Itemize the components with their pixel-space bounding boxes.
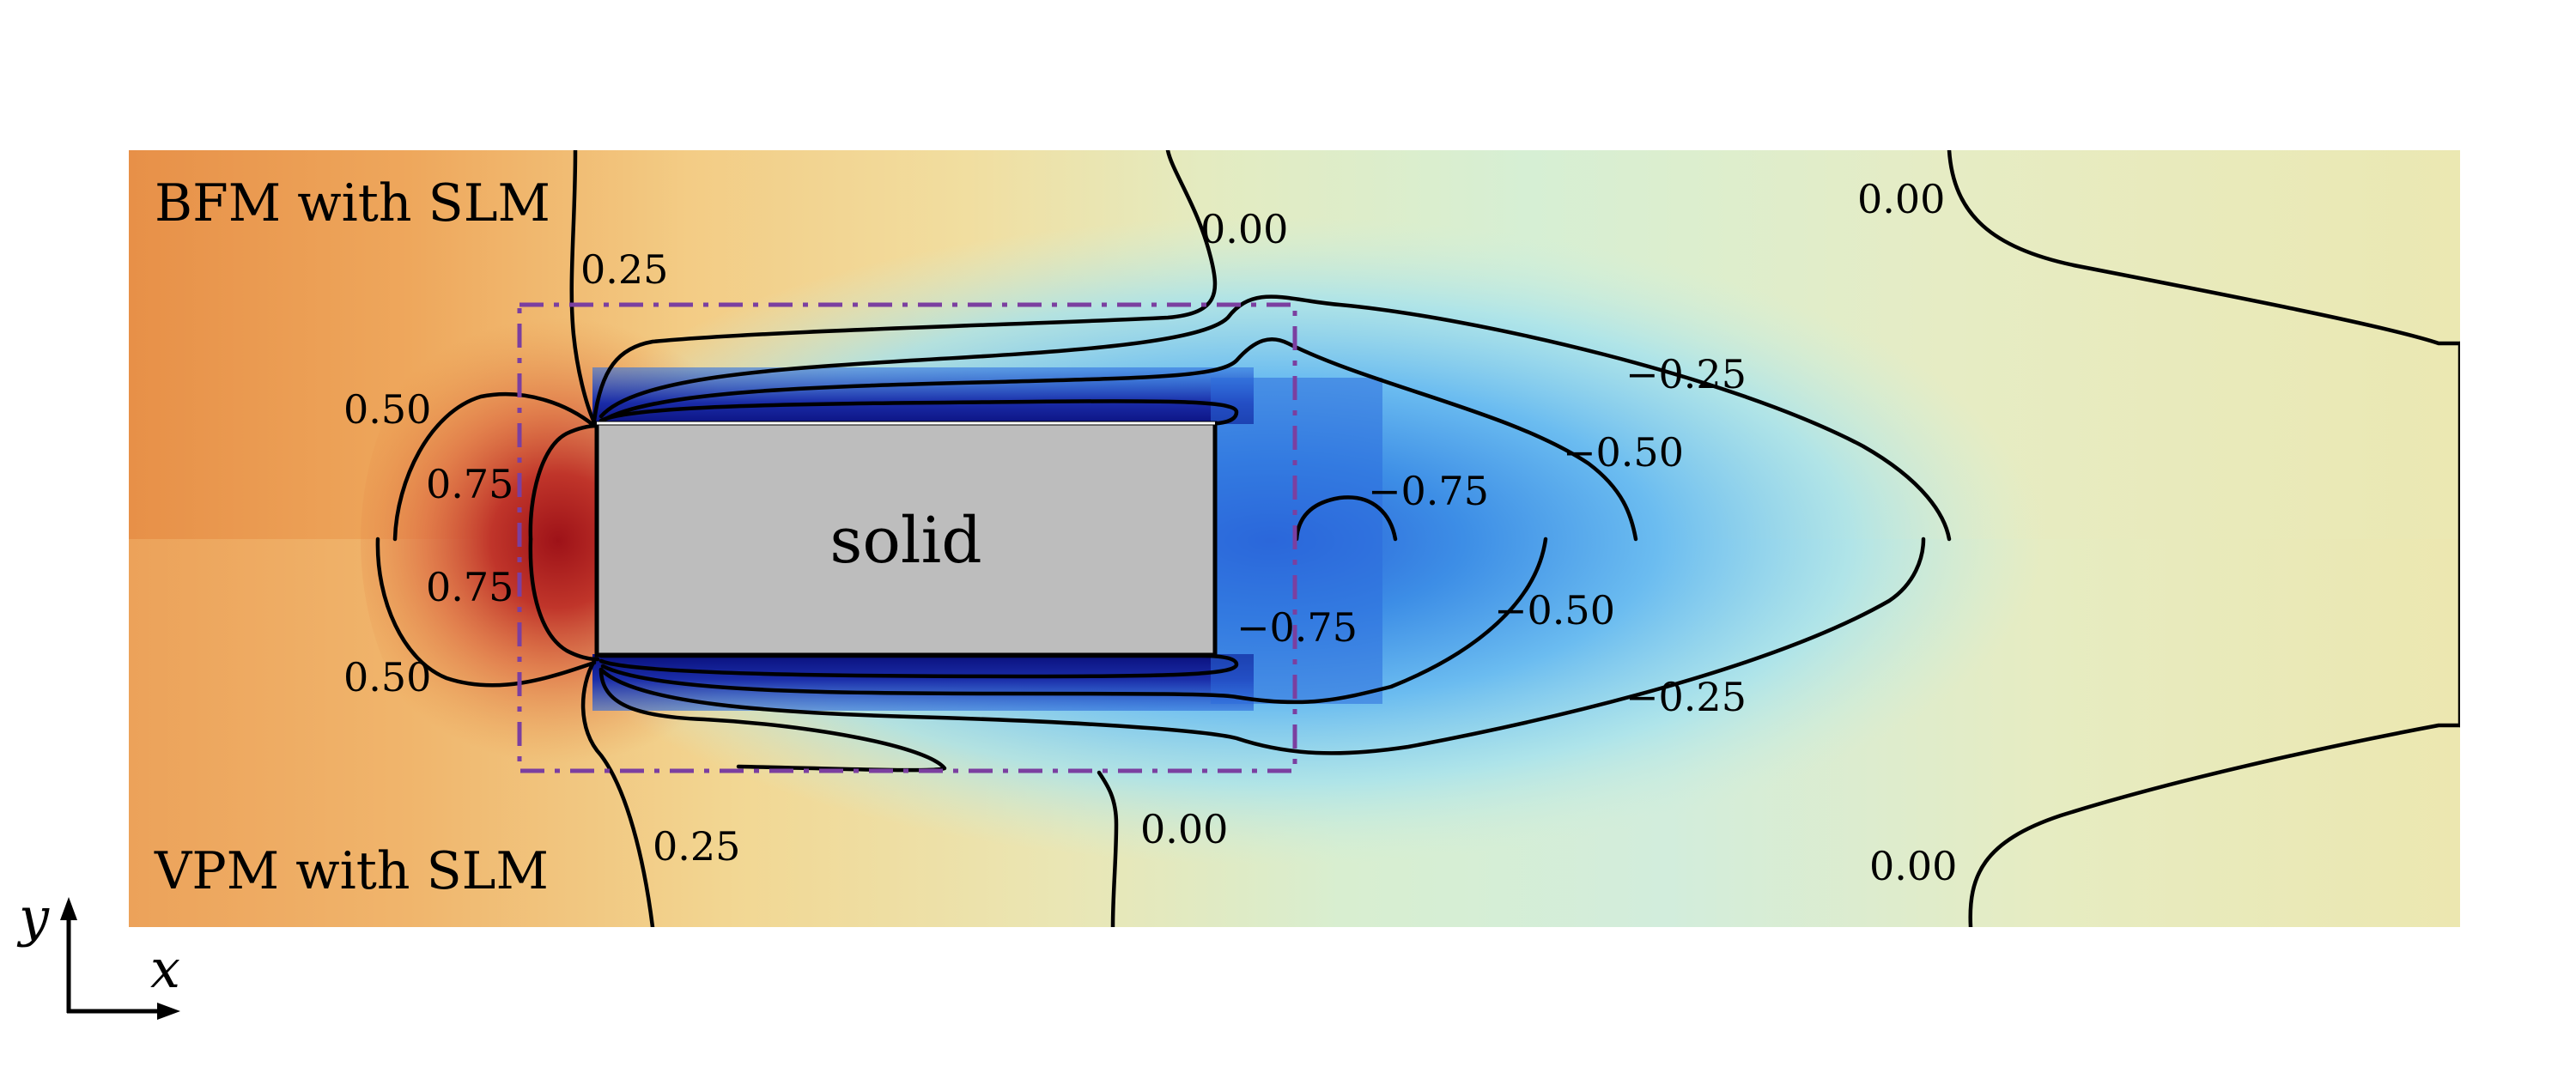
y-axis-label: y [16, 886, 50, 949]
bottom-label-neg075: −0.75 [1236, 604, 1358, 651]
solid-label: solid [829, 504, 981, 578]
contour-top-000-right [1947, 150, 2460, 346]
axis-indicator: y x [16, 886, 180, 1020]
x-axis-arrowhead [157, 1003, 180, 1020]
contour-bottom-000-right [1968, 723, 2460, 927]
bottom-label-000-right: 0.00 [1869, 843, 1957, 889]
bottom-label-050: 0.50 [343, 654, 431, 700]
bottom-panel-title: VPM with SLM [154, 841, 549, 901]
y-axis-arrowhead [60, 897, 77, 920]
contour-top-neg025 [598, 294, 1952, 542]
bottom-label-025: 0.25 [653, 823, 740, 870]
x-axis-label: x [150, 937, 180, 1000]
contour-top-050 [392, 392, 597, 542]
top-panel-title: BFM with SLM [155, 173, 550, 233]
contour-bottom-075 [528, 536, 600, 662]
contour-top-neg075-inner [598, 399, 1239, 427]
contour-top-neg075-wake [1294, 495, 1398, 542]
top-label-neg025: −0.25 [1625, 351, 1747, 397]
top-label-000-mid: 0.00 [1200, 206, 1288, 252]
contour-lines [375, 150, 2460, 927]
bottom-label-neg025: −0.25 [1625, 674, 1747, 720]
bottom-label-neg050: −0.50 [1494, 587, 1615, 633]
contour-bottom-neg050 [600, 536, 1548, 705]
contour-top-neg050 [600, 336, 1638, 542]
top-label-025: 0.25 [580, 246, 668, 293]
contour-bottom-025-right [598, 667, 947, 773]
top-label-050: 0.50 [343, 386, 431, 433]
top-label-075: 0.75 [426, 461, 513, 507]
top-label-neg050: −0.50 [1563, 429, 1684, 476]
contour-bottom-neg025 [598, 536, 1926, 755]
top-label-neg075: −0.75 [1368, 468, 1489, 514]
top-label-000-right: 0.00 [1857, 176, 1945, 222]
solid-body [594, 421, 1218, 658]
contour-bottom-025-left [580, 658, 655, 927]
dashed-region-box [517, 302, 1297, 773]
contour-bottom-000-mid [1097, 770, 1119, 927]
contour-bottom-050 [375, 536, 597, 688]
bottom-label-075: 0.75 [426, 564, 513, 610]
contour-top-025-right [592, 150, 1218, 423]
bottom-label-000-mid: 0.00 [1140, 806, 1228, 852]
contour-top-075 [528, 423, 600, 542]
contour-bottom-neg075-inner [598, 653, 1239, 679]
contour-top-025-left [569, 150, 597, 425]
